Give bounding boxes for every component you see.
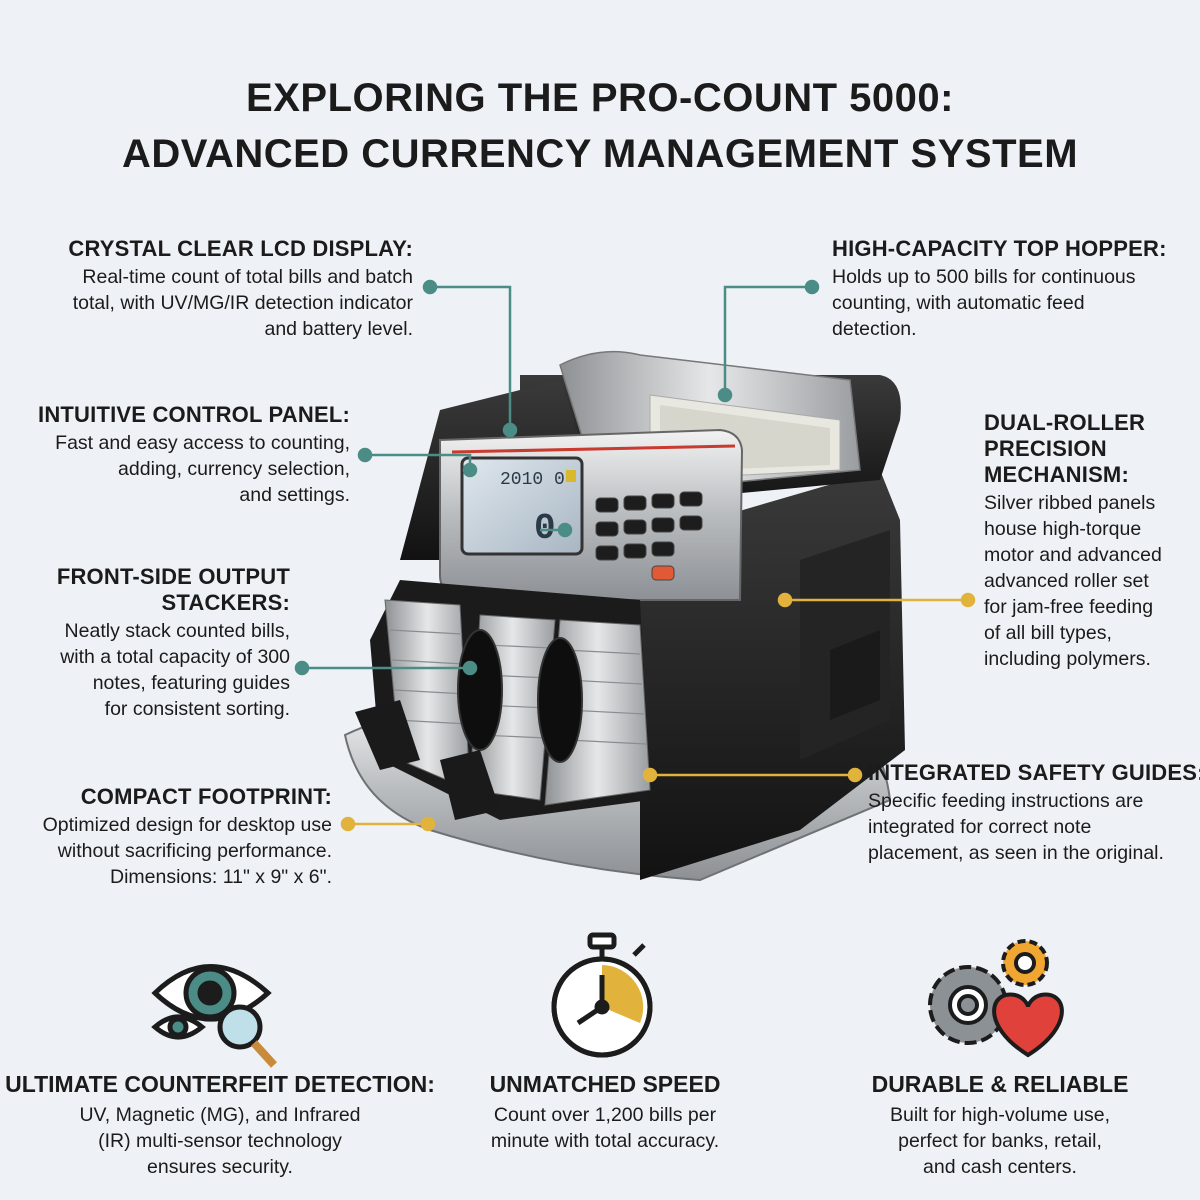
callout-footprint-text: Optimized design for desktop use without…: [42, 814, 332, 888]
lcd-top-readout: 2010 0: [500, 470, 565, 490]
callout-roller-text: Silver ribbed panels house high-torque m…: [984, 492, 1162, 670]
callout-lcd-display: CRYSTAL CLEAR LCD DISPLAY: Real-time cou…: [20, 236, 413, 342]
callout-safety-text: Specific feeding instructions are integr…: [868, 790, 1164, 864]
callout-stackers-heading: FRONT-SIDE OUTPUT STACKERS:: [56, 564, 290, 615]
feature-speed-text: Count over 1,200 bills per minute with t…: [490, 1104, 720, 1152]
eye-magnifier-icon: [151, 964, 277, 1068]
callout-dual-roller: DUAL-ROLLER PRECISION MECHANISM: Silver …: [984, 410, 1196, 672]
title-line-1: EXPLORING THE PRO-COUNT 5000:: [246, 76, 954, 120]
feature-durable-text: Built for high-volume use, perfect for b…: [889, 1104, 1111, 1178]
callout-safety-heading: INTEGRATED SAFETY GUIDES:: [868, 760, 1200, 785]
callout-output-stackers: FRONT-SIDE OUTPUT STACKERS: Neatly stack…: [10, 564, 290, 722]
callout-footprint-heading: COMPACT FOOTPRINT:: [80, 784, 332, 809]
callout-control-panel: INTUITIVE CONTROL PANEL: Fast and easy a…: [10, 402, 350, 508]
callout-hopper-text: Holds up to 500 bills for continuous cou…: [832, 266, 1136, 340]
feature-durable-reliable: DURABLE & RELIABLE Built for high-volume…: [850, 1070, 1150, 1180]
title-line-2: ADVANCED CURRENCY MANAGEMENT SYSTEM: [121, 132, 1079, 176]
feature-counterfeit-detection: ULTIMATE COUNTERFEIT DETECTION: UV, Magn…: [0, 1070, 440, 1180]
callout-stackers-text: Neatly stack counted bills, with a total…: [60, 620, 290, 720]
callout-hopper-heading: HIGH-CAPACITY TOP HOPPER:: [832, 236, 1167, 261]
callout-safety-guides: INTEGRATED SAFETY GUIDES: Specific feedi…: [868, 760, 1200, 866]
feature-speed-heading: UNMATCHED SPEED: [489, 1071, 721, 1097]
ribbed-panels: [384, 599, 651, 806]
callout-top-hopper: HIGH-CAPACITY TOP HOPPER: Holds up to 50…: [832, 236, 1192, 342]
feature-counterfeit-text: UV, Magnetic (MG), and Infrared (IR) mul…: [79, 1104, 361, 1178]
feature-counterfeit-heading: ULTIMATE COUNTERFEIT DETECTION:: [5, 1071, 435, 1097]
callout-lcd-text: Real-time count of total bills and batch…: [72, 266, 413, 340]
connector-lines-teal: [294, 279, 820, 676]
stopwatch-icon: [551, 932, 653, 1058]
lcd-main-readout: 0: [534, 508, 556, 549]
keypad: [595, 491, 703, 581]
callout-control-heading: INTUITIVE CONTROL PANEL:: [38, 402, 350, 427]
feature-durable-heading: DURABLE & RELIABLE: [871, 1071, 1129, 1097]
connector-lines-gold: [340, 592, 976, 832]
feature-unmatched-speed: UNMATCHED SPEED Count over 1,200 bills p…: [455, 1070, 755, 1154]
callout-compact-footprint: COMPACT FOOTPRINT: Optimized design for …: [0, 784, 332, 890]
gears-heart-icon: [928, 939, 1064, 1058]
callout-control-text: Fast and easy access to counting, adding…: [55, 432, 350, 506]
page-title: EXPLORING THE PRO-COUNT 5000: ADVANCED C…: [0, 70, 1200, 182]
callout-roller-heading: DUAL-ROLLER PRECISION MECHANISM:: [984, 410, 1146, 487]
rollers: [457, 629, 583, 763]
callout-lcd-heading: CRYSTAL CLEAR LCD DISPLAY:: [68, 236, 413, 261]
